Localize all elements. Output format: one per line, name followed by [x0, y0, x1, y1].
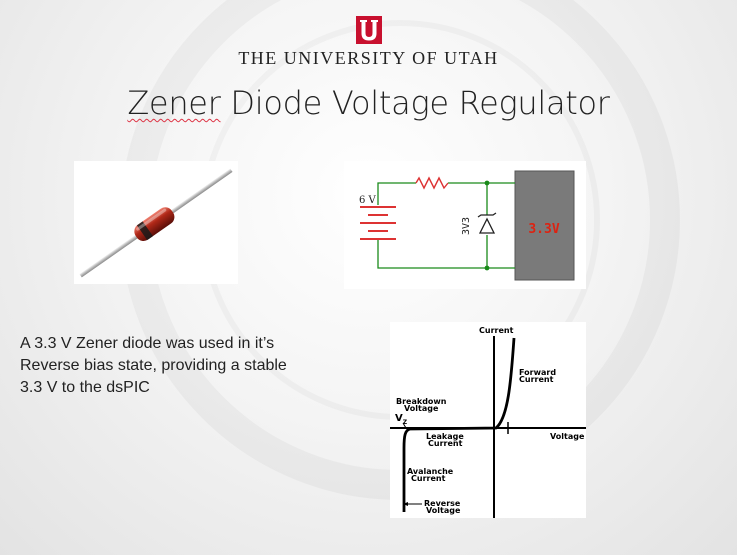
breakdown-label-2: Voltage [404, 404, 439, 413]
zener-iv-graph: Current Forward Current Voltage Breakdow… [390, 322, 586, 518]
resistor-symbol [415, 176, 449, 190]
university-name: THE UNIVERSITY OF UTAH [238, 48, 499, 68]
leakage-label-2: Current [428, 439, 463, 448]
output-box [514, 170, 575, 281]
current-label: Current [479, 326, 514, 335]
output-label: 3.3V [528, 222, 559, 237]
zener-label: 3V3 [461, 217, 472, 235]
forward-label-2: Current [519, 375, 554, 384]
source-label: 6 V [359, 195, 377, 206]
zener-diode-photo [74, 161, 238, 284]
body-text: A 3.3 V Zener diode was used in it’s Rev… [20, 333, 340, 399]
slide-title: Zener Diode Voltage Regulator [0, 84, 737, 122]
voltage-label: Voltage [550, 432, 585, 441]
body-line-2: Reverse bias state, providing a stable [20, 357, 287, 374]
breakdown-label-1: Breakdown [396, 397, 447, 406]
avalanche-label-2: Current [411, 474, 446, 483]
reverse-label-1: Reverse [424, 499, 461, 508]
forward-label-1: Forward [519, 368, 556, 377]
reverse-label-2: Voltage [426, 506, 461, 515]
regulator-schematic: 3.3V 6 V 3V3 [344, 161, 586, 289]
body-line-1: A 3.3 V Zener diode was used in it’s [20, 335, 275, 352]
title-rest: Diode Voltage Regulator [220, 84, 610, 122]
leakage-label-1: Leakage [426, 432, 464, 441]
avalanche-label-1: Avalanche [407, 467, 454, 476]
body-line-3: 3.3 V to the dsPIC [20, 379, 150, 396]
title-first-word: Zener [127, 84, 221, 122]
iv-curve [402, 337, 516, 512]
university-logo-icon [356, 16, 382, 44]
vz-label: VZ [395, 413, 408, 426]
